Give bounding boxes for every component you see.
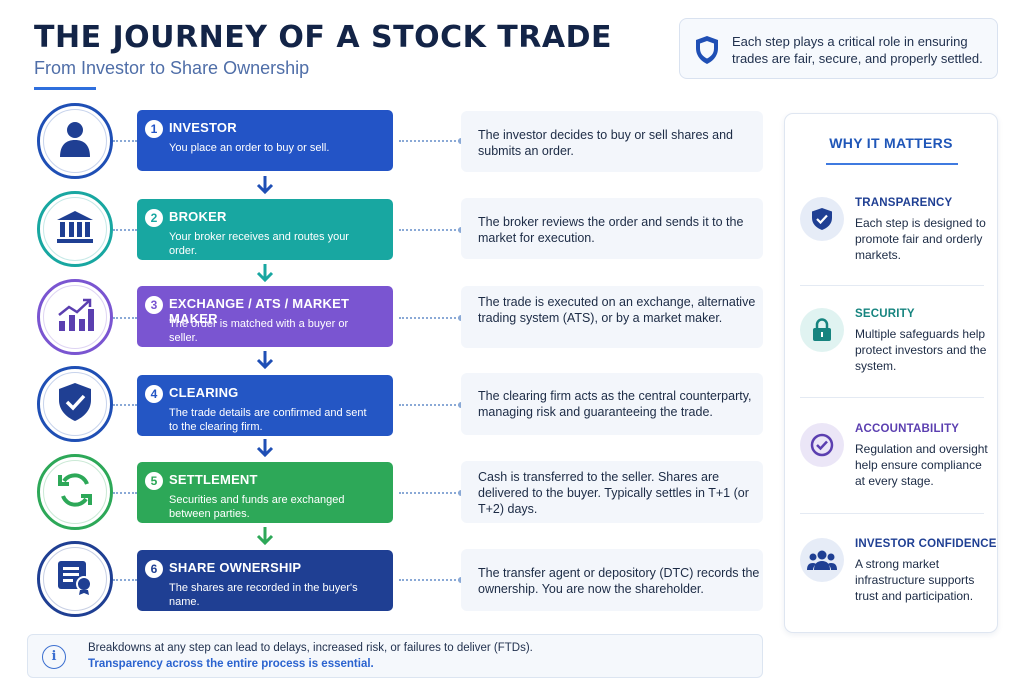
- divider: [800, 513, 984, 514]
- divider: [800, 285, 984, 286]
- lock-icon: [800, 308, 844, 352]
- why-it-matters-panel: WHY IT MATTERS TRANSPARENCY Each step is…: [784, 113, 998, 633]
- arrow-down-icon: [256, 264, 274, 283]
- step-share-ownership: 6 SHARE OWNERSHIP The shares are recorde…: [137, 550, 393, 611]
- why-item-description: Multiple safeguards help protect investo…: [855, 327, 987, 373]
- footer-note: i Breakdowns at any step can lead to del…: [27, 634, 763, 678]
- step-number: 4: [145, 385, 163, 403]
- why-item-description: A strong market infrastructure supports …: [855, 557, 975, 603]
- arrow-down-icon: [256, 176, 274, 195]
- step-title: SHARE OWNERSHIP: [169, 560, 302, 575]
- explanation-clearing: The clearing firm acts as the central co…: [461, 373, 763, 435]
- explanation-share-ownership: The transfer agent or depository (DTC) r…: [461, 549, 763, 611]
- explanation-broker: The broker reviews the order and sends i…: [461, 198, 763, 259]
- connector: [399, 315, 464, 321]
- connector: [113, 229, 137, 231]
- connector: [113, 317, 137, 319]
- shield-check-icon: [800, 197, 844, 241]
- broker-circle: [37, 191, 113, 267]
- divider: [800, 397, 984, 398]
- step-number: 3: [145, 296, 163, 314]
- check-circle-icon: [800, 423, 844, 467]
- explanation-text: The broker reviews the order and sends i…: [478, 215, 744, 245]
- exchange-circle: [37, 279, 113, 355]
- step-description: You place an order to buy or sell.: [169, 142, 330, 154]
- connector: [399, 577, 464, 583]
- connector: [399, 490, 464, 496]
- explanation-exchange: The trade is executed on an exchange, al…: [461, 286, 763, 348]
- certificate-icon: [56, 558, 94, 601]
- explanation-text: The transfer agent or depository (DTC) r…: [478, 566, 760, 596]
- step-number: 2: [145, 209, 163, 227]
- panel-title: WHY IT MATTERS: [829, 135, 953, 151]
- step-title: INVESTOR: [169, 120, 237, 135]
- connector: [113, 579, 137, 581]
- footer-line-1: Breakdowns at any step can lead to delay…: [88, 642, 533, 654]
- step-clearing: 4 CLEARING The trade details are confirm…: [137, 375, 393, 436]
- shield-check-icon: [57, 382, 93, 427]
- why-item-description: Regulation and oversight help ensure com…: [855, 442, 988, 488]
- info-icon: i: [42, 645, 66, 669]
- step-number: 1: [145, 120, 163, 138]
- connector: [113, 492, 137, 494]
- step-title: CLEARING: [169, 385, 239, 400]
- step-description: The shares are recorded in the buyer's n…: [169, 582, 358, 608]
- explanation-investor: The investor decides to buy or sell shar…: [461, 111, 763, 172]
- step-title: BROKER: [169, 209, 227, 224]
- explanation-settlement: Cash is transferred to the seller. Share…: [461, 461, 763, 523]
- ownership-circle: [37, 541, 113, 617]
- refresh-icon: [56, 471, 94, 514]
- connector: [113, 404, 137, 406]
- step-description: Securities and funds are exchanged betwe…: [169, 494, 345, 520]
- connector: [399, 138, 464, 144]
- step-investor: 1 INVESTOR You place an order to buy or …: [137, 110, 393, 171]
- connector: [399, 402, 464, 408]
- connector: [399, 227, 464, 233]
- step-description: The trade details are confirmed and sent…: [169, 407, 367, 433]
- note-text: Each step plays a critical role in ensur…: [732, 34, 983, 66]
- title-underline: [34, 87, 96, 90]
- shield-icon: [694, 35, 720, 70]
- footer-line-2: Transparency across the entire process i…: [88, 658, 374, 670]
- arrow-down-icon: [256, 527, 274, 546]
- info-note: Each step plays a critical role in ensur…: [679, 18, 998, 79]
- settlement-circle: [37, 454, 113, 530]
- explanation-text: Cash is transferred to the seller. Share…: [478, 470, 749, 516]
- step-number: 6: [145, 560, 163, 578]
- clearing-circle: [37, 366, 113, 442]
- step-settlement: 5 SETTLEMENT Securities and funds are ex…: [137, 462, 393, 523]
- explanation-text: The investor decides to buy or sell shar…: [478, 128, 733, 158]
- people-icon: [800, 538, 844, 582]
- why-item-description: Each step is designed to promote fair an…: [855, 216, 986, 262]
- step-broker: 2 BROKER Your broker receives and routes…: [137, 199, 393, 260]
- why-item-title: SECURITY: [855, 308, 915, 320]
- step-description: Your broker receives and routes your ord…: [169, 231, 349, 257]
- step-title: SETTLEMENT: [169, 472, 258, 487]
- person-icon: [57, 120, 93, 163]
- page-subtitle: From Investor to Share Ownership: [34, 58, 310, 78]
- step-exchange: 3 EXCHANGE / ATS / MARKET MAKER The orde…: [137, 286, 393, 347]
- step-title: EXCHANGE / ATS / MARKET MAKER: [169, 296, 350, 326]
- panel-title-underline: [826, 163, 958, 165]
- arrow-down-icon: [256, 351, 274, 370]
- connector: [113, 140, 137, 142]
- bank-icon: [55, 209, 95, 250]
- explanation-text: The clearing firm acts as the central co…: [478, 389, 752, 419]
- chart-icon: [55, 297, 95, 338]
- step-number: 5: [145, 472, 163, 490]
- explanation-text: The trade is executed on an exchange, al…: [478, 295, 756, 325]
- why-item-title: ACCOUNTABILITY: [855, 423, 960, 435]
- arrow-down-icon: [256, 439, 274, 458]
- page-title: THE JOURNEY OF A STOCK TRADE: [34, 20, 612, 55]
- step-description: The order is matched with a buyer or sel…: [169, 318, 349, 344]
- why-item-title: INVESTOR CONFIDENCE: [855, 538, 997, 550]
- investor-circle: [37, 103, 113, 179]
- why-item-title: TRANSPARENCY: [855, 197, 953, 209]
